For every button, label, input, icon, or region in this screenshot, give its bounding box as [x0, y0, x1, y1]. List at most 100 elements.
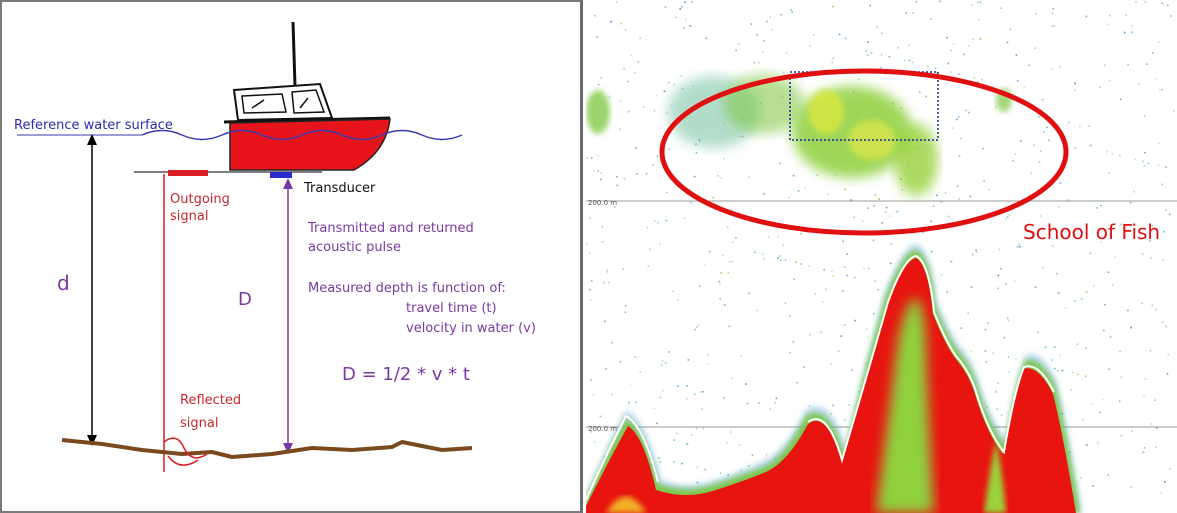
- noise-speck: [844, 37, 847, 40]
- noise-speck: [1007, 319, 1010, 322]
- noise-speck: [1127, 63, 1129, 66]
- noise-speck: [1053, 25, 1055, 27]
- noise-speck: [946, 291, 948, 293]
- noise-speck: [1064, 307, 1067, 309]
- noise-speck: [1051, 12, 1054, 14]
- noise-speck: [1093, 284, 1095, 287]
- noise-speck: [1167, 4, 1169, 7]
- noise-speck: [1150, 257, 1152, 259]
- noise-speck: [1039, 215, 1042, 217]
- noise-speck: [673, 439, 676, 441]
- noise-speck: [1034, 286, 1037, 289]
- noise-speck: [1074, 147, 1076, 149]
- noise-speck: [606, 268, 608, 271]
- noise-speck: [846, 253, 849, 255]
- noise-speck: [985, 361, 988, 363]
- school-of-fish-label: School of Fish: [1023, 220, 1160, 244]
- noise-speck: [610, 20, 612, 23]
- noise-speck: [628, 401, 630, 404]
- noise-speck: [622, 268, 625, 270]
- noise-speck: [593, 441, 596, 444]
- measured-text-2: travel time (t): [406, 301, 497, 316]
- noise-speck: [1006, 41, 1009, 44]
- seabed: [61, 438, 473, 459]
- noise-speck: [1154, 399, 1156, 401]
- noise-speck: [697, 324, 699, 326]
- water-waves: [141, 129, 463, 141]
- noise-speck: [863, 267, 865, 270]
- noise-speck: [707, 354, 709, 356]
- noise-speck: [1059, 354, 1061, 357]
- noise-speck: [979, 1, 982, 4]
- noise-speck: [940, 274, 943, 276]
- noise-speck: [799, 233, 802, 235]
- noise-speck: [1134, 158, 1137, 161]
- noise-speck: [601, 225, 604, 228]
- noise-speck: [1141, 302, 1143, 305]
- noise-speck: [858, 78, 860, 80]
- noise-speck: [700, 391, 702, 393]
- noise-speck: [780, 259, 782, 262]
- boat-mast: [291, 21, 297, 87]
- noise-speck: [930, 220, 932, 223]
- noise-speck: [719, 297, 722, 300]
- noise-speck: [1048, 139, 1050, 142]
- noise-speck: [748, 176, 750, 178]
- noise-speck: [944, 192, 947, 194]
- noise-speck: [1169, 213, 1171, 216]
- noise-speck: [1119, 154, 1121, 157]
- noise-speck: [800, 263, 802, 265]
- noise-speck: [843, 266, 846, 268]
- noise-speck: [1166, 373, 1169, 375]
- noise-speck: [842, 290, 844, 292]
- noise-speck: [880, 53, 883, 56]
- cabin-window: [241, 93, 287, 114]
- noise-speck: [649, 248, 651, 250]
- noise-speck: [712, 196, 715, 199]
- noise-speck: [656, 422, 658, 425]
- noise-speck: [1012, 160, 1014, 162]
- noise-speck: [695, 326, 698, 329]
- noise-speck: [774, 401, 777, 404]
- noise-speck: [664, 362, 667, 364]
- noise-speck: [719, 282, 721, 285]
- noise-speck: [608, 281, 610, 284]
- noise-speck: [960, 327, 963, 329]
- echo-sounder-diagram: Reference water surface Transducer Outgo…: [0, 0, 583, 513]
- noise-speck: [1130, 31, 1133, 34]
- noise-speck: [735, 237, 737, 239]
- noise-speck: [675, 16, 677, 19]
- noise-speck: [1109, 336, 1112, 338]
- noise-speck: [1151, 52, 1154, 54]
- noise-speck: [625, 304, 627, 307]
- noise-speck: [589, 288, 591, 291]
- noise-speck: [677, 299, 679, 301]
- noise-speck: [934, 67, 937, 69]
- pulse-text-2: acoustic pulse: [308, 240, 401, 255]
- noise-speck: [600, 77, 602, 79]
- noise-speck: [702, 427, 705, 430]
- noise-speck: [1077, 373, 1079, 376]
- noise-speck: [1088, 125, 1090, 127]
- noise-speck: [769, 408, 772, 411]
- noise-speck: [873, 205, 875, 207]
- noise-speck: [652, 164, 654, 166]
- noise-speck: [726, 442, 728, 444]
- noise-speck: [647, 265, 650, 268]
- d-label: d: [57, 271, 70, 295]
- noise-speck: [1005, 218, 1007, 220]
- noise-speck: [1103, 329, 1105, 332]
- noise-speck: [1059, 65, 1062, 68]
- noise-speck: [738, 43, 740, 45]
- noise-speck: [1035, 12, 1037, 15]
- noise-speck: [1006, 216, 1009, 218]
- noise-speck: [608, 96, 611, 98]
- noise-speck: [668, 351, 670, 353]
- noise-speck: [808, 265, 810, 267]
- noise-speck: [763, 193, 765, 195]
- noise-speck: [970, 350, 973, 353]
- noise-speck: [869, 4, 872, 7]
- outgoing-label-2: signal: [170, 209, 208, 224]
- noise-speck: [1023, 86, 1026, 88]
- noise-speck: [627, 110, 630, 113]
